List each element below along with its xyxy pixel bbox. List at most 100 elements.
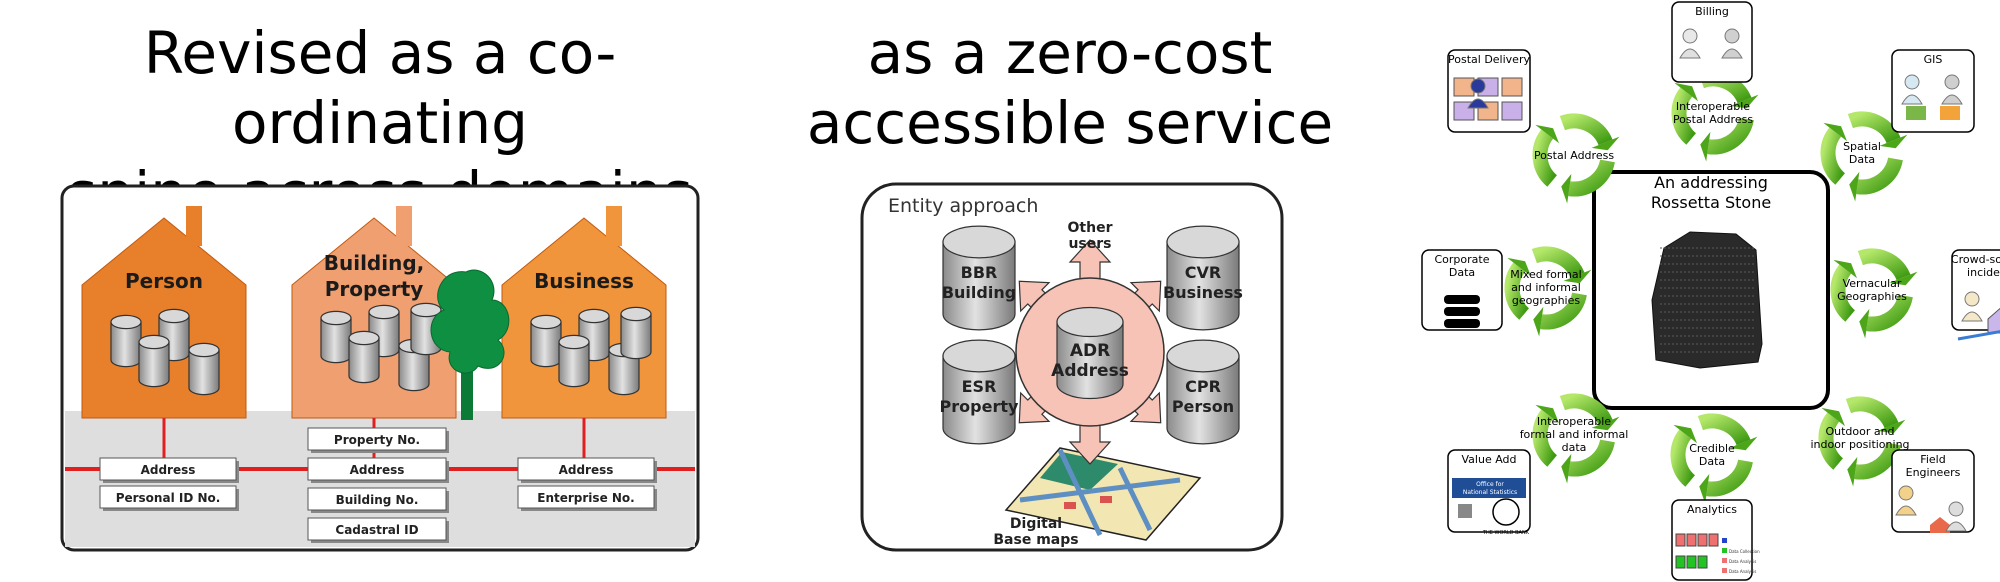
link-3-recycle-icon	[1820, 111, 1908, 202]
business-field-1-label: Address	[559, 463, 614, 477]
house-3-title-line-1: Business	[534, 269, 634, 293]
business-field-1	[517, 457, 655, 481]
register-1-cylinder-body	[942, 241, 1016, 331]
link-7-label-line-1: Outdoor and	[1825, 425, 1894, 438]
gis-desk-2	[1940, 106, 1960, 120]
crowd-road	[1957, 330, 2000, 341]
entity-approach-panel: Entity approachADRAddressBBRBuildingCVRB…	[860, 182, 1284, 552]
address-label-line-1: ADR	[1070, 341, 1110, 361]
chart-green-cell	[1675, 555, 1686, 569]
house-1-title-line-1: Person	[125, 269, 203, 293]
user-2-head	[1724, 28, 1740, 44]
link-6-recycle-icon-arc	[1568, 439, 1615, 477]
postal-house	[1501, 101, 1523, 121]
chart-legend-swatch-blue	[1722, 538, 1727, 543]
house-1-chimney	[186, 206, 202, 246]
link-4-label-line-1: Mixed formal	[1510, 268, 1581, 281]
link-5-recycle-icon-arc	[1830, 264, 1856, 322]
house-1-cylinder-1	[110, 314, 142, 368]
link-5-label-line-1: Vernacular	[1843, 277, 1902, 290]
link-8-recycle-icon-arrowhead	[1729, 436, 1758, 451]
chart-red-cell	[1697, 533, 1708, 547]
ons-logo	[1452, 478, 1526, 498]
database-disk	[1444, 319, 1480, 328]
link-1-label-line-1: Interoperable	[1676, 100, 1750, 113]
building-field-3	[307, 487, 447, 511]
link-8-recycle-icon-arrowhead	[1699, 473, 1710, 504]
register-4-cylinder-body	[1166, 355, 1240, 445]
link-7-recycle-icon-arc	[1818, 412, 1844, 470]
other-users-label-line-2: users	[1068, 236, 1111, 252]
link-5-recycle-icon-arrowhead	[1859, 308, 1870, 339]
ons-logo-line-2: National Statistics	[1463, 489, 1517, 496]
chart-legend-label: Data Analysis	[1729, 569, 1756, 574]
register-3-label-line-1: ESR	[962, 377, 997, 396]
node-7-label-line-1: Field	[1920, 453, 1945, 466]
link-5-recycle-icon-arc	[1866, 294, 1913, 332]
base-map-block	[1100, 496, 1112, 503]
link-4-recycle-icon-arc	[1504, 262, 1530, 320]
building-field-2-label: Address	[350, 463, 405, 477]
users-icon	[1679, 28, 1743, 59]
link-2-recycle-icon-arc	[1568, 159, 1615, 197]
center-title-line-2: Rossetta Stone	[1651, 193, 1771, 212]
business-field-2	[517, 485, 655, 509]
building-field-4	[307, 517, 447, 541]
house-2-cylinder-1	[320, 310, 352, 364]
link-8-recycle-icon-arc	[1670, 429, 1696, 487]
user-2-body	[1721, 48, 1743, 59]
link-8-label-line-1: Credible	[1689, 442, 1735, 455]
database-disk	[1444, 295, 1480, 304]
link-4-recycle-icon-arc	[1540, 292, 1587, 330]
link-7-recycle-icon-arrowhead	[1877, 419, 1906, 434]
register-1-label-line-2: Building	[942, 283, 1016, 302]
person-field-2	[99, 485, 237, 509]
link-3-recycle-icon-arrowhead	[1849, 171, 1860, 202]
link-3-recycle-icon-arrowhead	[1823, 122, 1848, 142]
postman-head	[1470, 78, 1486, 94]
link-3-label-line-1: Spatial	[1843, 140, 1881, 153]
rosetta-stone-image	[1651, 231, 1763, 369]
engineers-icon	[1895, 485, 1967, 533]
register-3-cylinder	[942, 339, 1016, 445]
house-2-cylinder-5-top	[410, 302, 442, 318]
base-maps-label-line-2: Base maps	[993, 532, 1078, 548]
chart-green-cell	[1686, 555, 1697, 569]
house-3-cylinder-5-top	[620, 306, 652, 322]
register-1-cylinder	[942, 225, 1016, 331]
person-field-1-label: Address	[141, 463, 196, 477]
house-3-cylinder-4-body	[608, 349, 640, 396]
engineer-1-body	[1895, 505, 1917, 516]
house-3-chimney	[606, 206, 622, 246]
link-5-recycle-icon-arrowhead	[1833, 259, 1858, 279]
link-5-recycle-icon-arrowhead	[1889, 271, 1918, 286]
link-8-recycle-icon-arc	[1697, 413, 1751, 446]
gis-desk-1	[1906, 106, 1926, 120]
node-5-label-line-2: incidents	[1967, 266, 2000, 279]
chart-red-cell	[1686, 533, 1697, 547]
house-3-cylinder-1	[530, 314, 562, 368]
node-3-label-line-1: GIS	[1924, 53, 1943, 66]
link-1-recycle-icon-arc	[1671, 87, 1697, 145]
tree-canopy	[430, 269, 510, 374]
link-1-recycle-icon-arrowhead	[1730, 94, 1759, 109]
chart-legend-swatch	[1722, 558, 1727, 563]
person-field-1	[99, 457, 237, 481]
link-7-recycle-icon-arrowhead	[1847, 456, 1858, 487]
link-4-recycle-icon-arrowhead	[1507, 257, 1532, 277]
register-1-label-line-1: BBR	[961, 263, 998, 282]
house-1-cylinder-2-top	[158, 308, 190, 324]
other-users-label-line-1: Other	[1068, 220, 1113, 236]
house-3-cylinder-2-top	[578, 308, 610, 324]
base-map-block	[1064, 502, 1076, 509]
register-4-label-line-2: Person	[1172, 397, 1234, 416]
link-1-recycle-icon-arc	[1707, 117, 1754, 155]
gis-workers-icon	[1901, 74, 1963, 120]
link-6-recycle-icon	[1532, 393, 1620, 484]
link-8-recycle-icon-arc	[1706, 459, 1753, 497]
postman-body	[1467, 98, 1489, 109]
link-2-recycle-icon-arc	[1532, 129, 1558, 187]
register-4-label-line-1: CPR	[1185, 377, 1221, 396]
